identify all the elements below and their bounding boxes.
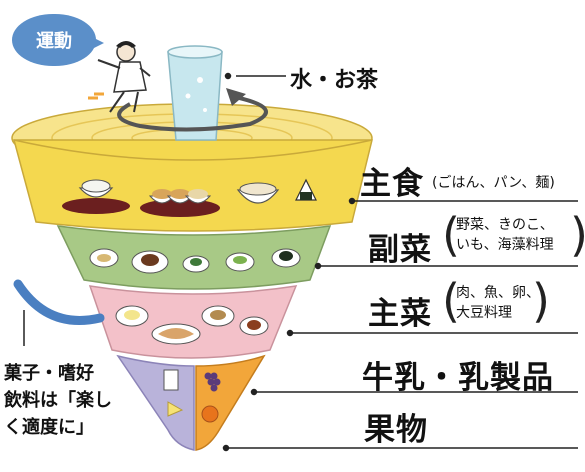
main-dishes <box>115 305 269 345</box>
snacks-note: 菓子・嗜好 飲料は「楽し く適度に」 <box>4 360 154 441</box>
tier-detail-staple: (ごはん、パン、麺) <box>432 175 555 191</box>
snacks-line: 菓子・嗜好 <box>4 363 94 384</box>
exercise-bubble: 運動 <box>12 14 104 66</box>
rotation-arrow <box>117 94 268 132</box>
grapes <box>204 372 221 392</box>
persimmon <box>201 405 219 423</box>
paren-open: ( <box>442 274 460 328</box>
snacks-ribbon <box>13 279 105 325</box>
tier-detail-side-dish-1: 野菜、きのこ、 <box>456 217 554 233</box>
tier-label-staple: 主食 <box>360 166 424 202</box>
tier-label-fruit: 果物 <box>364 412 428 448</box>
tier-label-side-dish: 副菜 <box>368 232 432 268</box>
side-dishes <box>89 248 301 274</box>
paren-open: ( <box>442 208 460 262</box>
milk-carton <box>163 369 179 391</box>
tier-detail-main-dish-2: 大豆料理 <box>456 305 512 321</box>
tier-fruit-band <box>195 354 266 451</box>
paren-close: ) <box>532 274 550 328</box>
tier-detail-side-dish-2: いも、海藻料理 <box>456 237 554 253</box>
paren-close: ) <box>570 212 585 258</box>
tier-main-dish-band <box>88 285 298 359</box>
tier-staple-band <box>13 139 373 232</box>
runner-figure <box>88 41 151 113</box>
tier-label-dairy: 牛乳・乳製品 <box>362 360 554 396</box>
leader-lines <box>222 72 578 452</box>
water-label: 水・お茶 <box>290 68 379 93</box>
cheese <box>167 401 184 417</box>
tier-detail-main-dish-1: 肉、魚、卵、 <box>456 285 540 301</box>
snacks-line: 飲料は「楽し <box>4 390 112 411</box>
tier-label-main-dish: 主菜 <box>368 296 432 332</box>
staple-food-dishes <box>62 178 317 217</box>
snacks-line: く適度に」 <box>4 417 94 438</box>
